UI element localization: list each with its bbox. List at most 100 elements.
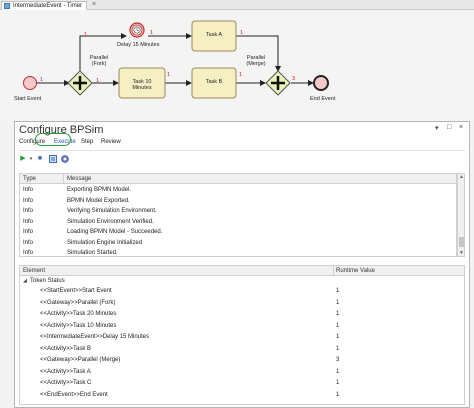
table-row[interactable]: <<Gateway>>Parallel (Fork) 1 (20, 299, 464, 309)
scrollbar-thumb[interactable] (459, 237, 464, 247)
tab-configure[interactable]: Configure (19, 139, 46, 145)
task-10-minutes[interactable] (118, 67, 166, 99)
table-row[interactable]: Info Simulation Started. (20, 248, 456, 259)
message-text: Simulation Started. (67, 250, 118, 256)
table-row[interactable]: Info Loading BPMN Model - Succeeded. (20, 227, 456, 238)
task-b[interactable] (191, 67, 237, 99)
element-name: <<Activity>>Task A (40, 368, 91, 375)
column-divider (63, 174, 64, 184)
table-row[interactable]: <<IntermediateEvent>>Delay 15 Minutes 1 (20, 333, 464, 343)
group-label: Token Status (30, 278, 65, 284)
close-icon[interactable]: × (459, 124, 464, 131)
stop-icon[interactable]: ■ (37, 155, 43, 162)
expand-triangle-icon[interactable]: ◢ (23, 278, 27, 284)
tab-review[interactable]: Review (101, 139, 121, 145)
table-row[interactable]: <<Gateway>>Parallel (Merge) 3 (20, 356, 464, 366)
token-count: 3 (292, 76, 296, 82)
element-name: <<Gateway>>Parallel (Fork) (40, 299, 116, 306)
message-text: Simulation Environment Verified. (67, 218, 154, 225)
task-a[interactable] (191, 20, 237, 52)
divider (19, 150, 465, 151)
token-count: 1 (84, 32, 88, 38)
end-event[interactable] (313, 75, 329, 91)
settings-icon[interactable] (61, 155, 69, 163)
column-header: Message (67, 176, 92, 182)
maximize-icon[interactable]: □ (447, 124, 452, 131)
column-divider (333, 266, 334, 276)
runtime-value: 1 (336, 391, 340, 398)
diagram-tab-title: IntermediateEvent - Timer (13, 3, 83, 9)
table-row[interactable]: Info BPMN Model Exported. (20, 196, 456, 207)
runtime-value: 1 (336, 380, 340, 386)
start-event[interactable] (23, 76, 37, 90)
task-10-label: Task 10 Minutes (132, 79, 152, 91)
element-name: <<IntermediateEvent>>Delay 15 Minutes (40, 334, 150, 340)
configure-bpsim-panel: Configure BPSim ▾ □ × Configure Execute … (14, 121, 470, 408)
table-header: Element Runtime Value (20, 266, 464, 276)
runtime-value: 3 (336, 357, 340, 363)
table-row[interactable]: Info Simulation Environment Verified. (20, 217, 456, 228)
element-name: <<Activity>>Task 20 Minutes (40, 311, 117, 317)
table-row[interactable]: <<Activity>>Task A 1 (20, 368, 464, 378)
table-row[interactable]: <<Activity>>Task 20 Minutes 1 (20, 310, 464, 320)
start-event-label: Start Event (14, 96, 42, 102)
token-count: 1 (40, 77, 44, 83)
message-text: BPMN Model Exported. (67, 197, 130, 204)
element-name: <<Activity>>Task 10 Minutes (40, 322, 117, 329)
task-b-label: Task B (205, 79, 223, 85)
runtime-value: 1 (336, 288, 340, 294)
task-a-label: Task A (205, 32, 223, 38)
table-row[interactable]: <<Activity>>Task 10 Minutes 1 (20, 322, 464, 332)
runtime-values-table: Element Runtime Value ◢ Token Status <<S… (19, 265, 465, 405)
timer-event[interactable] (129, 22, 145, 38)
table-row[interactable]: Info Exporting BPMN Model. (20, 185, 456, 196)
scroll-down-icon[interactable]: ▼ (459, 250, 464, 256)
diagram-tab[interactable]: IntermediateEvent - Timer (1, 1, 88, 10)
column-header: Runtime Value (336, 268, 375, 274)
runtime-value: 1 (336, 322, 340, 329)
report-icon[interactable] (49, 155, 57, 163)
message-text: Loading BPMN Model - Succeeded. (67, 229, 163, 235)
merge-gateway[interactable] (265, 70, 291, 96)
diagram-icon (4, 3, 10, 9)
diagram-tab-bar: IntermediateEvent - Timer × (0, 0, 474, 10)
table-row[interactable]: <<EndEvent>>End Event 1 (20, 391, 464, 401)
timer-label: Delay 15 Minutes (117, 42, 160, 48)
element-name: <<Gateway>>Parallel (Merge) (40, 357, 121, 363)
message-type: Info (23, 250, 34, 256)
scroll-up-icon[interactable]: ▲ (459, 174, 464, 180)
runtime-value: 1 (336, 334, 340, 340)
message-type: Info (23, 187, 34, 193)
element-name: <<EndEvent>>End Event (40, 391, 108, 398)
tree-group-row[interactable]: ◢ Token Status (20, 277, 464, 287)
runtime-value: 1 (336, 368, 340, 375)
runtime-value: 1 (336, 311, 340, 317)
close-icon[interactable]: × (92, 1, 97, 8)
chevron-down-icon[interactable]: ▾ (29, 156, 33, 162)
fork-label: Parallel (Fork) (89, 55, 109, 67)
diagram-canvas: Start Event End Event Parallel (Fork) Pa… (0, 10, 474, 122)
runtime-value: 1 (336, 299, 340, 306)
run-icon[interactable]: ▶ (20, 155, 26, 162)
fork-gateway[interactable] (67, 70, 93, 96)
runtime-value: 1 (336, 345, 340, 352)
message-type: Info (23, 208, 34, 214)
message-type: Info (23, 218, 34, 225)
tab-step[interactable]: Step (81, 139, 94, 145)
message-type: Info (23, 239, 34, 246)
column-header: Type (23, 176, 37, 182)
end-event-label: End Event (310, 96, 336, 102)
token-count: 1 (239, 72, 243, 78)
message-type: Info (23, 229, 34, 235)
message-type: Info (23, 197, 34, 204)
table-header: Type Message (20, 174, 456, 184)
panel-menu-icon[interactable]: ▾ (435, 125, 439, 132)
scrollbar[interactable]: ▲ ▼ (457, 173, 465, 257)
message-text: Exporting BPMN Model. (67, 187, 132, 193)
